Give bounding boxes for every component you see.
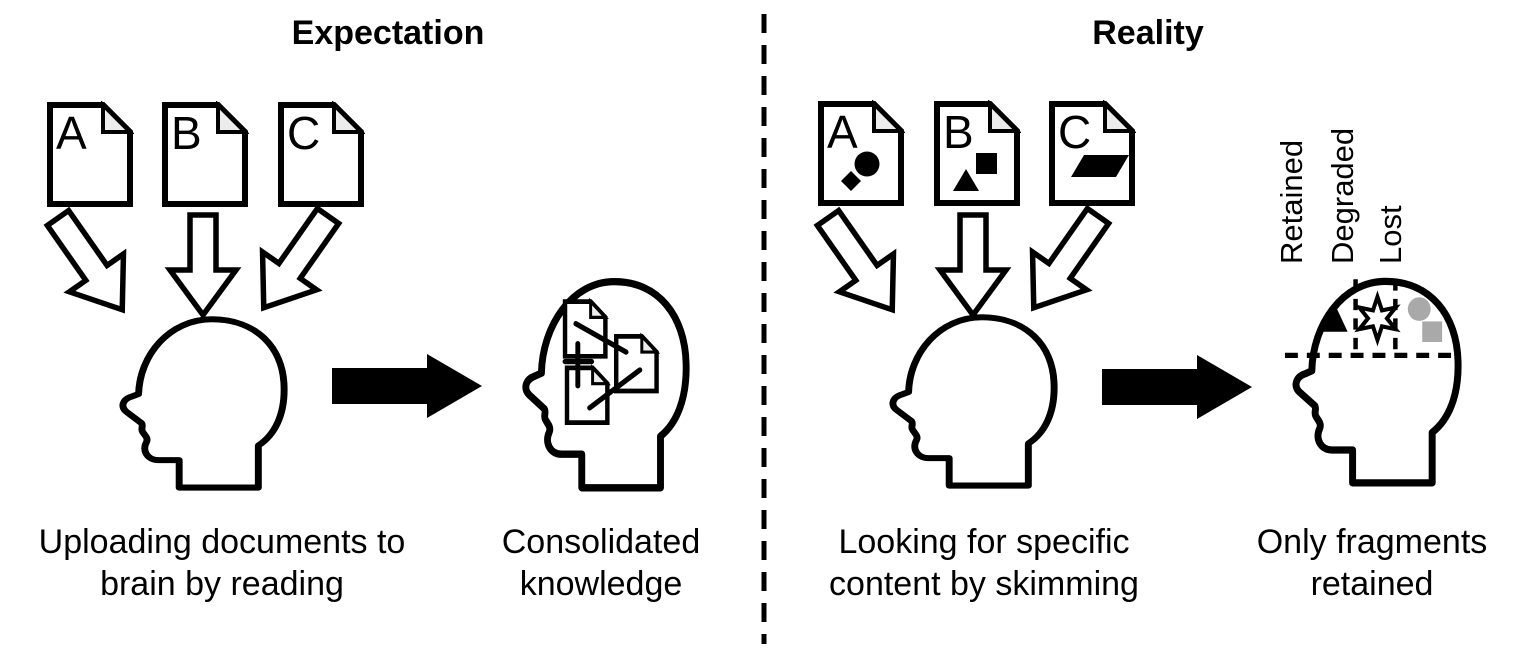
- panel-divider-dashed-line: [761, 14, 767, 644]
- document-label: A: [56, 107, 87, 159]
- caption-line: Consolidated: [501, 523, 701, 561]
- transform-arrow-icon: [332, 354, 482, 418]
- memory-label-degraded: Degraded: [1325, 127, 1360, 264]
- retained-triangle-icon: [1320, 303, 1348, 332]
- down-arrow-icon: [164, 212, 242, 320]
- triangle-icon: [953, 169, 979, 191]
- document-label: B: [943, 106, 974, 158]
- head-fragments-icon: [1284, 277, 1462, 487]
- lost-square-icon: [1422, 321, 1443, 343]
- document-c-icon: C: [1049, 100, 1136, 206]
- diagonal-arrow-right-icon: [259, 204, 343, 312]
- lost-circle-icon: [1407, 297, 1431, 321]
- caption-line: Only fragments: [1256, 523, 1488, 561]
- diamond-icon: [841, 171, 861, 191]
- diagonal-arrow-left-icon: [813, 206, 897, 314]
- circle-icon: [854, 151, 880, 177]
- mini-document-icon: [564, 364, 611, 425]
- square-icon: [976, 153, 997, 174]
- document-label: B: [171, 107, 202, 159]
- head-skim-icon: [889, 314, 1058, 489]
- caption-skimming: Looking for specific content by skimming: [784, 521, 1184, 605]
- document-label: C: [1058, 106, 1091, 158]
- degraded-star-icon: [1354, 290, 1401, 347]
- expectation-title: Expectation: [291, 14, 485, 52]
- document-label: C: [287, 107, 320, 159]
- caption-line: Looking for specific: [838, 523, 1130, 561]
- caption-upload: Uploading documents to brain by reading: [22, 521, 422, 605]
- memory-label-lost: Lost: [1373, 205, 1408, 264]
- memory-label-retained: Retained: [1274, 139, 1309, 264]
- converging-arrows-icon: [813, 204, 1113, 320]
- converging-arrows-icon: [43, 204, 343, 320]
- transform-arrow-icon: [1102, 355, 1252, 419]
- document-label: A: [827, 106, 858, 158]
- parallelogram-icon: [1071, 155, 1129, 177]
- caption-line: content by skimming: [829, 565, 1139, 603]
- caption-fragments: Only fragments retained: [1172, 521, 1514, 605]
- caption-line: brain by reading: [100, 565, 344, 603]
- down-arrow-icon: [934, 212, 1012, 320]
- diagonal-arrow-right-icon: [1029, 204, 1113, 312]
- document-b-icon: B: [162, 101, 249, 207]
- document-a-icon: A: [47, 101, 134, 207]
- link-line: [587, 367, 643, 411]
- document-c-icon: C: [278, 101, 365, 207]
- diagonal-arrow-left-icon: [43, 206, 127, 314]
- document-b-icon: B: [934, 100, 1021, 206]
- caption-line: retained: [1310, 565, 1434, 603]
- head-consolidated-icon: [522, 277, 690, 492]
- reality-title: Reality: [1092, 14, 1204, 52]
- caption-line: Uploading documents to: [38, 523, 406, 561]
- document-a-icon: A: [818, 100, 905, 206]
- head-upload-icon: [119, 316, 288, 491]
- caption-consolidated: Consolidated knowledge: [401, 521, 801, 605]
- link-line: [573, 321, 629, 355]
- caption-line: knowledge: [519, 565, 683, 603]
